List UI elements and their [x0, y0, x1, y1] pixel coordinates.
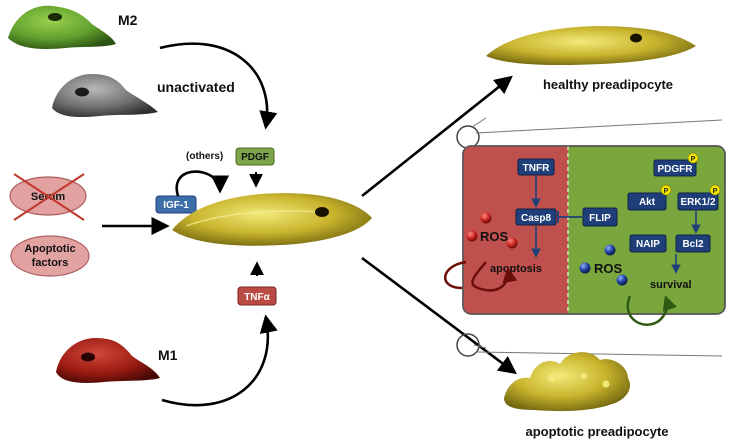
casp8-box: Casp8: [515, 208, 557, 226]
igf1-label: IGF-1: [163, 200, 189, 211]
m1-to-tnfa-arrow: [161, 314, 278, 407]
unactivated-label: unactivated: [157, 79, 235, 95]
m2-to-pdgf-arrow: [159, 42, 278, 130]
ros-right-molecules: [579, 244, 628, 286]
healthy-preadipocyte-label: healthy preadipocyte: [543, 77, 673, 92]
serum-ellipse: Serum: [9, 173, 87, 221]
ros-left-molecules: [466, 212, 518, 249]
zoom-line-top-2: [475, 119, 723, 134]
to-healthy-arrow: [361, 75, 513, 198]
m1-macrophage-cell: [56, 338, 160, 383]
flip-box: FLIP: [582, 207, 618, 227]
apoptotic-preadipocyte-label: apoptotic preadipocyte: [525, 424, 668, 439]
tnfa-box: TNFα: [237, 286, 277, 306]
naip-label: NAIP: [636, 239, 660, 250]
tnfa-label: TNFα: [244, 292, 270, 303]
ros-right-label: ROS: [594, 261, 623, 276]
apoptotic-preadipocyte-cell: [504, 352, 631, 412]
phospho-markers: P P P: [660, 152, 721, 196]
akt-box: Akt: [627, 192, 667, 211]
survival-label: survival: [650, 279, 692, 291]
phospho-akt: P: [664, 188, 669, 195]
central-preadipocyte-cell: [172, 193, 372, 246]
zoom-line-bottom-2: [475, 351, 723, 357]
naip-box: NAIP: [629, 234, 667, 253]
bcl2-label: Bcl2: [682, 239, 704, 250]
flip-label: FLIP: [589, 213, 611, 224]
zoom-line-top-1: [471, 117, 487, 128]
apoptotic-factors-line1: Apoptotic: [24, 243, 75, 255]
zoom-line-bottom-1: [473, 344, 487, 349]
signaling-inset: [462, 145, 726, 315]
m2-macrophage-cell: [8, 5, 116, 49]
erk-box: ERK1/2: [677, 192, 719, 211]
others-label: (others): [186, 151, 223, 162]
phospho-pdgfr: P: [691, 156, 696, 163]
serum-cross-line-2: [13, 173, 85, 221]
pdgfr-label: PDGFR: [658, 164, 694, 175]
ros-apoptosis-loop-arrow: [471, 261, 518, 292]
zoom-circle-top: [456, 125, 480, 149]
apoptotic-factors-line2: factors: [32, 257, 69, 269]
akt-label: Akt: [639, 197, 656, 208]
tnfr-box: TNFR: [517, 158, 555, 176]
apoptotic-factors-ellipse: Apoptotic factors: [10, 235, 90, 277]
pdgf-label: PDGF: [241, 152, 269, 163]
inset-apoptosis-region: [463, 146, 568, 314]
healthy-preadipocyte-cell: [486, 26, 696, 66]
igf1-box: IGF-1: [155, 195, 197, 214]
ros-left-label: ROS: [480, 229, 509, 244]
bcl2-box: Bcl2: [675, 234, 711, 253]
apoptosis-label: apoptosis: [490, 263, 542, 275]
unactivated-macrophage-cell: [52, 74, 158, 118]
casp8-label: Casp8: [521, 213, 551, 224]
zoom-circle-bottom: [456, 333, 480, 357]
m1-label: M1: [158, 347, 178, 363]
pdgf-box: PDGF: [235, 147, 275, 166]
pdgfr-box: PDGFR: [653, 159, 697, 177]
phospho-erk: P: [713, 188, 718, 195]
igf1-autocrine-arrow: [175, 170, 230, 197]
to-apoptotic-arrow: [361, 256, 517, 375]
tnfr-label: TNFR: [523, 163, 550, 174]
ros-survival-loop-arrow: [626, 295, 677, 326]
ros-apoptosis-loop-tail: [443, 260, 467, 290]
m2-label: M2: [118, 12, 138, 28]
erk-label: ERK1/2: [680, 197, 715, 208]
